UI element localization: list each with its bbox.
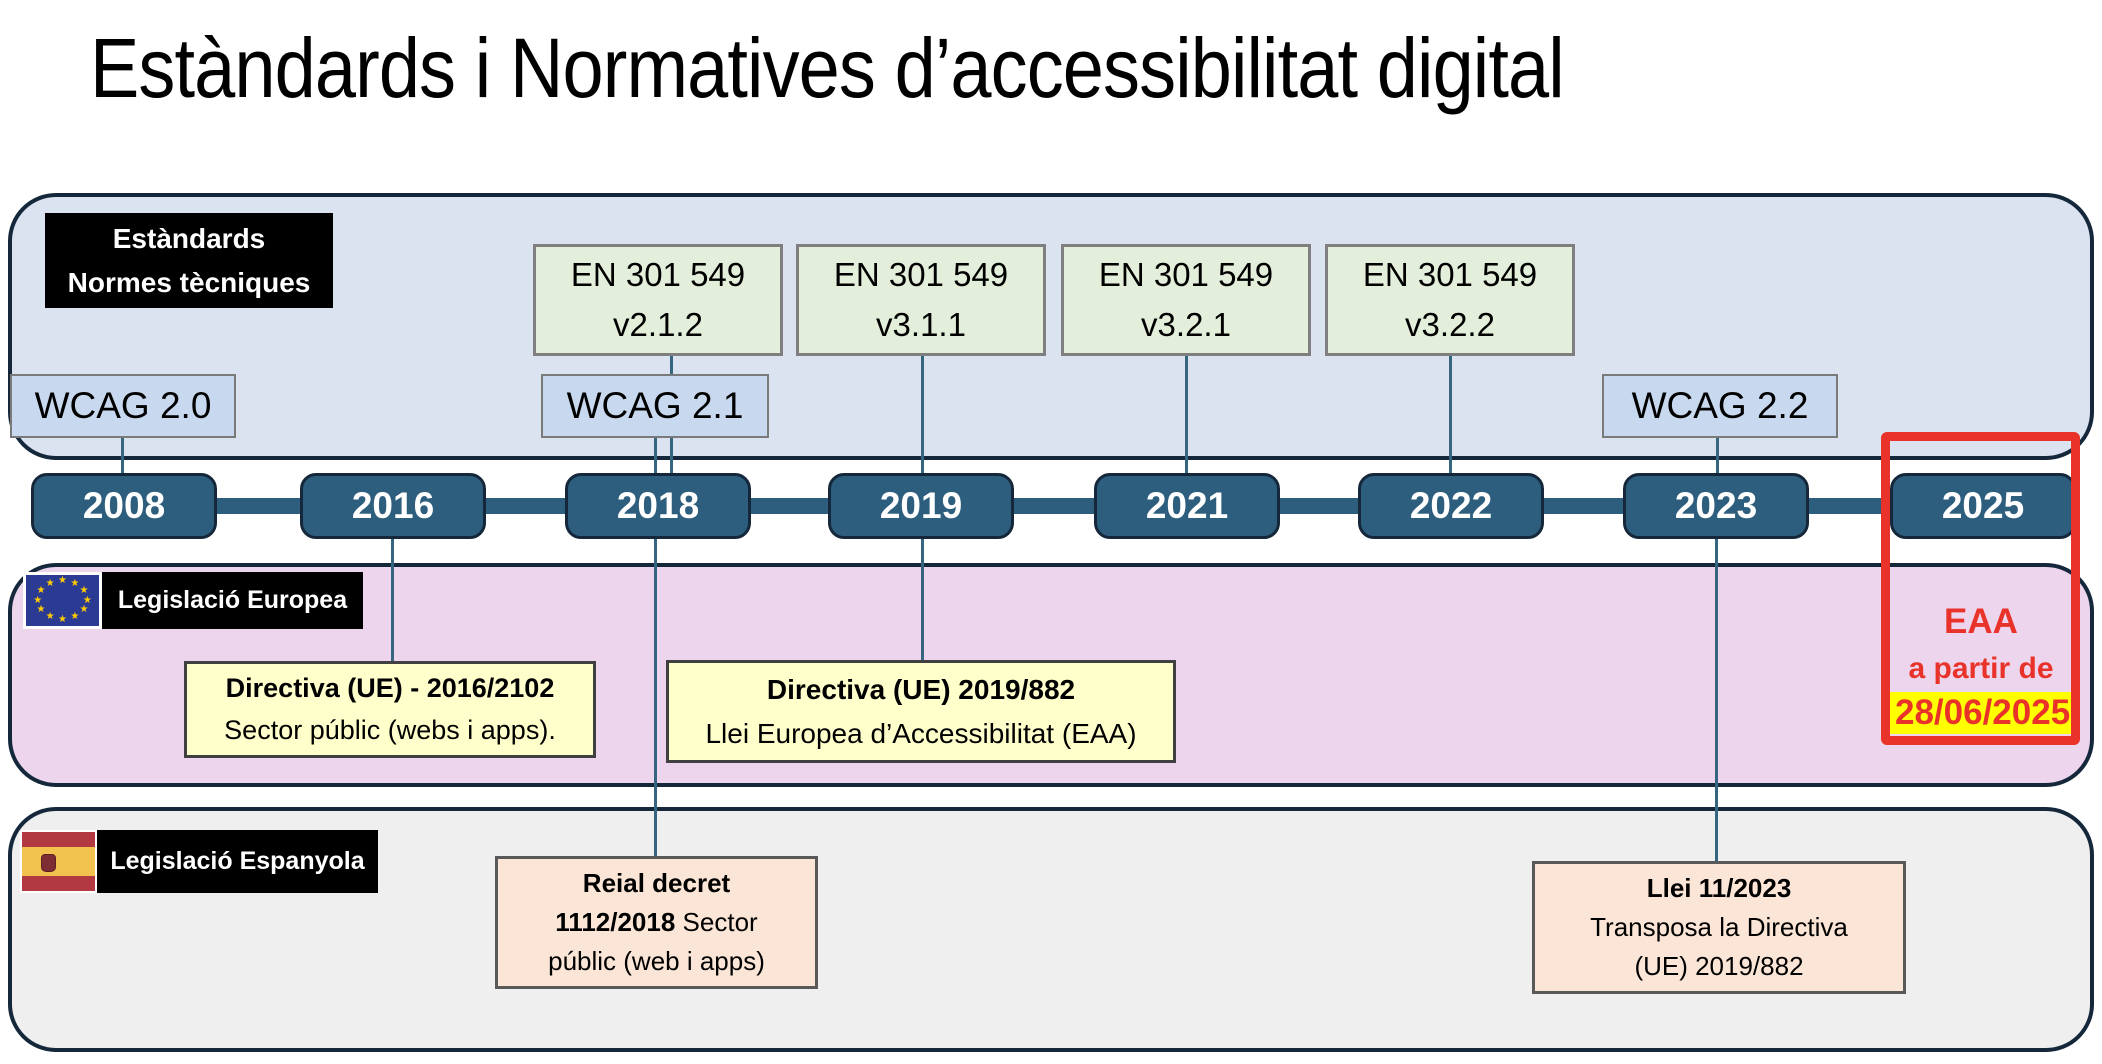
llei-description-2: (UE) 2019/882 <box>1634 951 1804 981</box>
spain-flag-icon <box>20 830 97 893</box>
year-label: 2022 <box>1409 485 1493 526</box>
connector-line-2019-directive <box>921 538 924 664</box>
eu-flag-icon: ★★★★★★★★★★★★ <box>23 572 102 629</box>
connector-line-wcag20-2008 <box>121 435 124 477</box>
eu-legislation-label: ★★★★★★★★★★★★ Legislació Europea <box>23 572 363 629</box>
year-label: 2008 <box>82 485 166 526</box>
reial-decret-title: Reial decret <box>582 868 731 898</box>
en-box-version: v2.1.2 <box>613 306 703 343</box>
year-label: 2025 <box>1941 485 2025 526</box>
es-legislation-label: Legislació Espanyola <box>20 830 378 893</box>
directive-title: Directiva (UE) - 2016/2102 <box>225 672 555 703</box>
red-highlight-frame-2025 <box>1881 432 2080 745</box>
en-301-549-box-v212: EN 301 549 v2.1.2 <box>533 244 783 356</box>
reial-decret-scope-2: públic (web i apps) <box>548 946 765 976</box>
directive-title: Directiva (UE) 2019/882 <box>766 674 1076 706</box>
eaa-subtitle: a partir de <box>1908 652 2054 685</box>
standards-section-background <box>8 193 2094 460</box>
connector-line-en321-2021 <box>1185 352 1188 475</box>
timeline-year-pill-2018: 2018 <box>565 473 751 539</box>
reial-decret-1112-2018-box: Reial decret 1112/2018 Sector públic (we… <box>495 856 818 989</box>
timeline-year-pill-2025: 2025 <box>1890 473 2076 539</box>
eaa-title: EAA <box>1944 602 2018 641</box>
en-box-name: EN 301 549 <box>1362 256 1538 293</box>
en-301-549-box-v322: EN 301 549 v3.2.2 <box>1325 244 1575 356</box>
year-label: 2019 <box>879 485 963 526</box>
connector-line-en311-2019 <box>921 352 924 475</box>
page-title: Estàndards i Normatives d’accessibilitat… <box>90 21 1565 115</box>
eaa-date-highlight: 28/06/2025 <box>1890 692 2076 734</box>
en-box-version: v3.2.2 <box>1405 306 1495 343</box>
year-label: 2021 <box>1145 485 1229 526</box>
timeline-year-pill-2023: 2023 <box>1623 473 1809 539</box>
directive-2016-2102-box: Directiva (UE) - 2016/2102 Sector públic… <box>184 661 596 758</box>
en-box-name: EN 301 549 <box>833 256 1009 293</box>
wcag-2-0-box: WCAG 2.0 <box>10 374 236 438</box>
connector-line-2023-llei <box>1715 538 1718 864</box>
eu-legislation-label-text: Legislació Europea <box>117 586 348 614</box>
year-label: 2018 <box>616 485 700 526</box>
directive-2019-882-box: Directiva (UE) 2019/882 Llei Europea d’A… <box>666 660 1176 763</box>
eaa-deadline-note: EAA a partir de 28/06/2025 <box>1890 602 2076 734</box>
wcag-label: WCAG 2.0 <box>34 385 212 426</box>
timeline-year-pill-2019: 2019 <box>828 473 1014 539</box>
reial-decret-number: 1112/2018 <box>555 907 676 937</box>
standards-section-label: Estàndards Normes tècniques <box>45 213 333 308</box>
directive-subtitle: Llei Europea d’Accessibilitat (EAA) <box>705 717 1137 749</box>
en-box-name: EN 301 549 <box>570 256 746 293</box>
year-label: 2016 <box>351 485 435 526</box>
wcag-2-2-box: WCAG 2.2 <box>1602 374 1838 438</box>
wcag-2-1-box: WCAG 2.1 <box>541 374 769 438</box>
year-label: 2023 <box>1674 485 1758 526</box>
timeline-year-pill-2022: 2022 <box>1358 473 1544 539</box>
connector-line-2018-reial-decret <box>654 538 657 858</box>
llei-11-2023-box: Llei 11/2023 Transposa la Directiva (UE)… <box>1532 861 1906 994</box>
connector-line-wcag21-2018 <box>654 438 657 475</box>
connector-line-2016-directive <box>391 538 394 664</box>
connector-line-en322-2022 <box>1449 352 1452 475</box>
reial-decret-scope-1: Sector <box>675 907 758 937</box>
timeline-year-pill-2021: 2021 <box>1094 473 1280 539</box>
en-301-549-box-v311: EN 301 549 v3.1.1 <box>796 244 1046 356</box>
standards-label-line1: Estàndards <box>112 223 266 255</box>
wcag-label: WCAG 2.1 <box>566 385 744 426</box>
en-box-version: v3.2.1 <box>1141 306 1231 343</box>
llei-description-1: Transposa la Directiva <box>1590 912 1848 942</box>
wcag-label: WCAG 2.2 <box>1631 385 1809 426</box>
en-box-version: v3.1.1 <box>876 306 966 343</box>
es-legislation-label-text: Legislació Espanyola <box>110 847 365 875</box>
timeline-year-pill-2016: 2016 <box>300 473 486 539</box>
spain-coat-of-arms-icon <box>40 854 56 873</box>
standards-label-line2: Normes tècniques <box>67 266 311 298</box>
en-box-name: EN 301 549 <box>1098 256 1274 293</box>
directive-subtitle: Sector públic (webs i apps). <box>224 714 556 745</box>
connector-line-wcag22-2023 <box>1716 438 1719 475</box>
en-301-549-box-v321: EN 301 549 v3.2.1 <box>1061 244 1311 356</box>
timeline-year-pill-2008: 2008 <box>31 473 217 539</box>
llei-title: Llei 11/2023 <box>1646 873 1792 903</box>
